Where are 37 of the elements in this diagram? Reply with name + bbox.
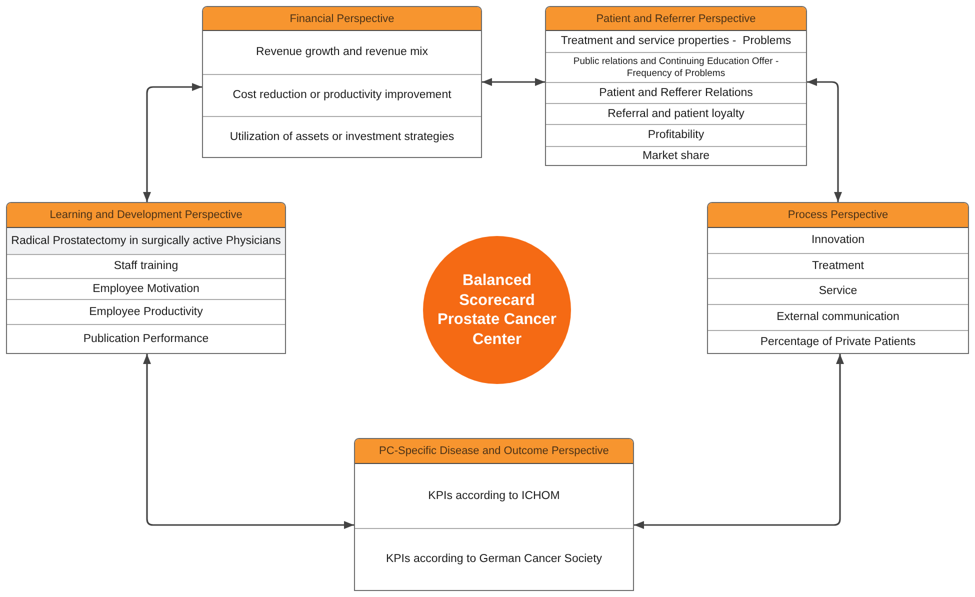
perspective-card — [354, 438, 634, 591]
card-header: Patient and Referrer Perspective — [546, 7, 806, 31]
metric-row: Staff training — [7, 254, 285, 278]
perspective-card — [202, 6, 482, 158]
metric-row: Public relations and Continuing Education Offer - Frequency of Problems — [546, 52, 806, 82]
metric-row: Cost reduction or productivity improvement — [203, 74, 481, 116]
metric-row: Profitability — [546, 124, 806, 146]
metric-row-text: Treatment and service properties - Problems — [560, 34, 792, 49]
card-header: Financial Perspective — [203, 7, 481, 31]
metric-row: Referral and patient loyalty — [546, 103, 806, 124]
perspective-card — [6, 202, 286, 354]
metric-row-text: Innovation — [810, 233, 866, 248]
metric-row: Radical Prostatectomy in surgically active Physicians — [7, 228, 285, 254]
double-arrow — [143, 354, 354, 529]
metric-row: KPIs according to German Cancer Society — [355, 528, 633, 590]
metric-row-text: KPIs according to ICHOM — [427, 488, 561, 504]
double-arrow — [807, 78, 842, 202]
metric-row: Patient and Refferer Relations — [546, 82, 806, 103]
perspective-card — [707, 202, 969, 354]
metric-row: Employee Productivity — [7, 299, 285, 324]
metric-row: Service — [708, 278, 968, 304]
double-arrow — [143, 83, 202, 202]
metric-row: Publication Performance — [7, 324, 285, 353]
metric-row: Market share — [546, 146, 806, 165]
card-header: Process Perspective — [708, 203, 968, 228]
perspective-card — [545, 6, 807, 166]
metric-row: External communication — [708, 304, 968, 330]
double-arrow — [482, 78, 545, 86]
double-arrow — [634, 354, 844, 529]
circle-title-text: Balanced Scorecard Prostate Cancer Center — [436, 271, 558, 349]
metric-row: Utilization of assets or investment strategies — [203, 116, 481, 157]
metric-row: Employee Motivation — [7, 278, 285, 299]
metric-row: Treatment — [708, 253, 968, 278]
metric-row-text: Revenue growth and revenue mix — [255, 45, 429, 60]
card-header: Learning and Development Perspective — [7, 203, 285, 228]
card-header: PC-Specific Disease and Outcome Perspective — [355, 439, 633, 464]
metric-row: Percentage of Private Patients — [708, 330, 968, 353]
